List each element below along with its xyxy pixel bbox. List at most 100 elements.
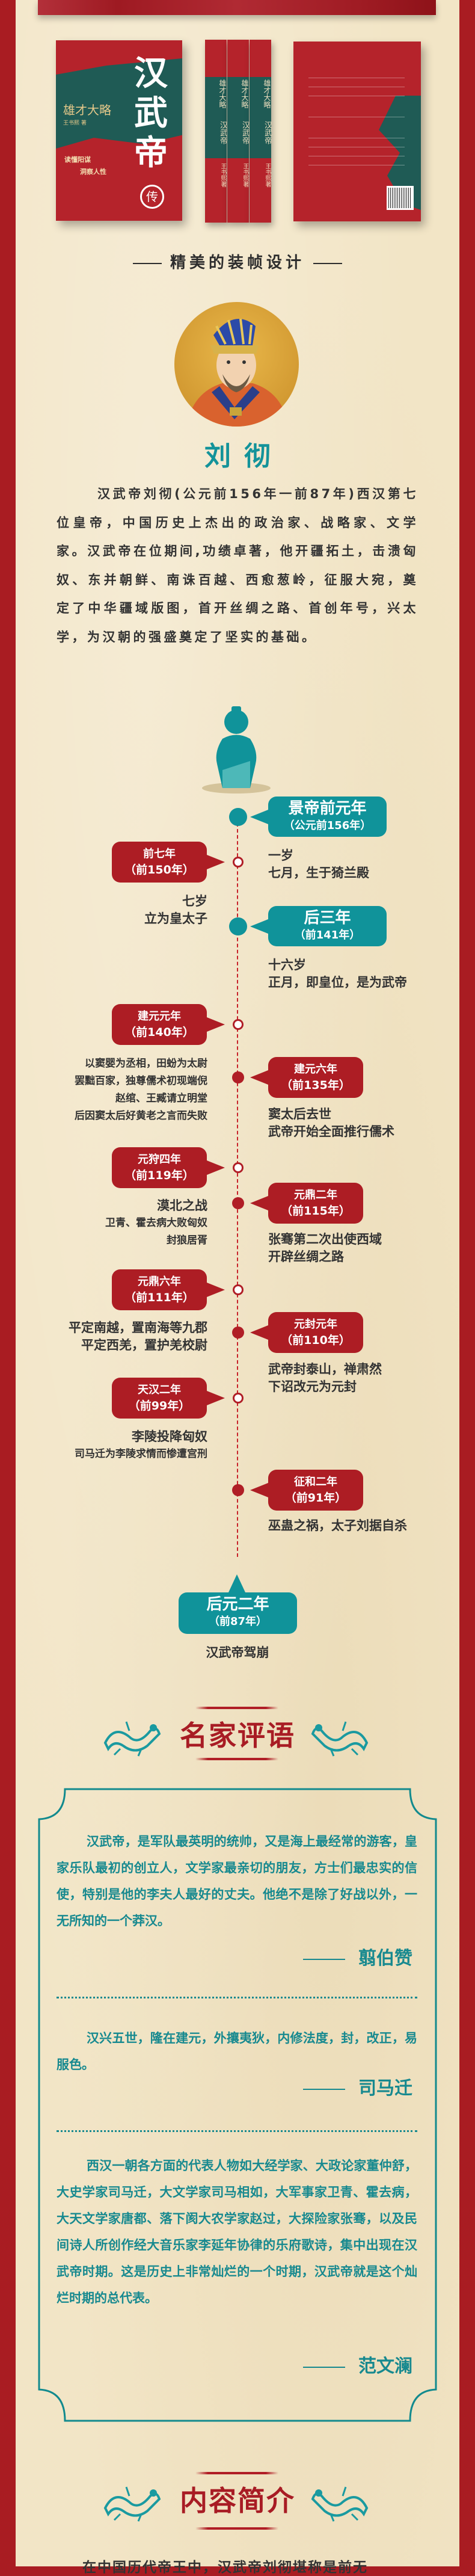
timeline-node bbox=[232, 1197, 244, 1209]
final-event-text: 汉武帝驾崩 bbox=[206, 1645, 269, 1660]
event-line: 以窦婴为丞相，田蚡为太尉 bbox=[85, 1058, 207, 1070]
event-line: 窦太后去世 bbox=[268, 1107, 331, 1121]
badge-era-title: 景帝前元年 bbox=[288, 800, 367, 818]
timeline-node bbox=[233, 1019, 244, 1030]
event-line: 卫青、霍去病大败匈奴 bbox=[105, 1217, 207, 1229]
badge-era-title: 天汉二年 bbox=[138, 1384, 181, 1396]
timeline-node bbox=[233, 1393, 244, 1404]
badge-year: （前110年） bbox=[281, 1334, 351, 1347]
badge-year: （前119年） bbox=[124, 1169, 194, 1182]
cover-author: 王书熙 著 bbox=[63, 120, 87, 126]
final-badge-title: 后元二年 bbox=[206, 1595, 269, 1613]
badge-year: （前140年） bbox=[124, 1026, 194, 1039]
review-author: 翦伯赞 bbox=[303, 1943, 412, 1970]
cover-seal: 传 bbox=[140, 185, 164, 209]
badge-era-title: 元狩四年 bbox=[138, 1153, 181, 1166]
timeline-event-text: 以窦婴为丞相，田蚡为太尉罢黜百家，独尊儒术初现端倪赵绾、王臧请立明堂后因窦太后好… bbox=[75, 1055, 207, 1125]
emperor-silhouette-icon bbox=[202, 706, 271, 793]
badge-era-title: 元封元年 bbox=[294, 1318, 337, 1331]
event-line: 立为皇太子 bbox=[144, 911, 207, 926]
timeline-year-badge: 元鼎二年 （前115年） bbox=[250, 1183, 363, 1224]
timeline-year-badge: 天汉二年（前99年） bbox=[112, 1378, 225, 1419]
event-line: 一岁 bbox=[268, 848, 293, 863]
emperor-portrait bbox=[174, 302, 299, 427]
badge-year: （前91年） bbox=[284, 1491, 347, 1505]
timeline-event-text: 七岁立为皇太子 bbox=[144, 893, 207, 928]
timeline-year-badge: 前七年（前150年） bbox=[112, 842, 225, 883]
badge-year: （前141年） bbox=[294, 929, 361, 941]
timeline-event-text: 巫蛊之祸，太子刘据自杀 bbox=[268, 1517, 407, 1535]
design-section-title: 精美的装帧设计 bbox=[0, 250, 475, 273]
timeline-event-text: 武帝封泰山，禅肃然下诏改元为元封 bbox=[268, 1361, 382, 1396]
spine-title: 汉武帝 bbox=[241, 121, 250, 144]
badge-year: （前135年） bbox=[281, 1079, 351, 1092]
spine-subtitle: 雄才大略 bbox=[218, 79, 227, 108]
cover-slogan: 读懂阳谋 bbox=[64, 156, 91, 164]
review-author-name: 司马迁 bbox=[358, 2078, 412, 2099]
timeline-event-text: 十六岁正月，即皇位，是为武帝 bbox=[268, 957, 407, 991]
event-line: 武帝开始全面推行儒术 bbox=[268, 1124, 394, 1139]
review-quote: 西汉一朝各方面的代表人物如大经学家、大政论家董仲舒，大史学家司马迁，大文学家司马… bbox=[57, 2158, 417, 2305]
book-spread-image bbox=[38, 0, 436, 15]
badge-year: （公元前156年） bbox=[283, 819, 372, 832]
timeline-year-badge: 景帝前元年（公元前156年） bbox=[250, 797, 387, 837]
final-badge-sub: （前87年） bbox=[208, 1615, 268, 1628]
event-line: 李陵投降匈奴 bbox=[132, 1429, 207, 1444]
badge-era-title: 征和二年 bbox=[294, 1476, 337, 1488]
event-line: 开辟丝绸之路 bbox=[268, 1249, 344, 1264]
event-line: 平定南越，置南海等九郡 bbox=[69, 1320, 207, 1335]
book-spine: 雄才大略 汉武帝 王书熙著 bbox=[250, 40, 272, 223]
intro-text: 在中国历代帝王中，汉武帝刘彻堪称是前无 bbox=[82, 2560, 368, 2575]
timeline-year-badge: 元鼎六年（前111年） bbox=[112, 1269, 225, 1310]
divider bbox=[57, 1997, 417, 1998]
badge-era-title: 元鼎二年 bbox=[294, 1189, 337, 1201]
timeline-event-text: 一岁七月，生于猗兰殿 bbox=[268, 847, 369, 882]
badge-era-title: 建元元年 bbox=[138, 1010, 181, 1023]
event-line: 正月，即皇位，是为武帝 bbox=[268, 975, 407, 990]
timeline-node bbox=[232, 1071, 244, 1083]
timeline-final-badge: 后元二年 （前87年） bbox=[179, 1592, 297, 1634]
event-line: 巫蛊之祸，太子刘据自杀 bbox=[268, 1518, 407, 1533]
timeline-line bbox=[237, 817, 238, 1557]
badge-year: （前115年） bbox=[281, 1204, 351, 1218]
badge-era-title: 前七年 bbox=[143, 848, 176, 860]
timeline-event-text: 漠北之战卫青、霍去病大败匈奴封狼居胥 bbox=[105, 1197, 207, 1249]
dragon-ornament-icon bbox=[103, 1721, 161, 1757]
book-front-cover: 汉武帝 雄才大略 王书熙 著 读懂阳谋 洞察人性 传 bbox=[56, 40, 182, 221]
timeline-year-badge: 建元元年 （前140年） bbox=[112, 1004, 225, 1045]
barcode bbox=[387, 186, 414, 210]
timeline-node bbox=[232, 1484, 244, 1496]
event-line: 后因窦太后好黄老之言而失败 bbox=[75, 1110, 207, 1122]
review-author-name: 范文澜 bbox=[358, 2356, 412, 2377]
timeline-event-text: 窦太后去世武帝开始全面推行儒术 bbox=[268, 1106, 394, 1141]
reviews-title: 名家评语 bbox=[180, 1719, 295, 1752]
cover-subtitle: 雄才大略 bbox=[63, 103, 111, 117]
spine-subtitle: 雄才大略 bbox=[263, 79, 271, 108]
quote-frame bbox=[38, 1788, 437, 2422]
event-line: 张骞第二次出使西域 bbox=[268, 1232, 382, 1246]
timeline-year-badge: 后三年（前141年） bbox=[250, 906, 387, 946]
spine-title: 汉武帝 bbox=[218, 121, 227, 144]
badge-era-title: 建元六年 bbox=[294, 1063, 337, 1076]
review-quote: 汉武帝，是军队最英明的统帅，又是海上最经常的游客，皇家乐队最初的创立人，文学家最… bbox=[57, 1834, 417, 1928]
review-quote: 汉兴五世，隆在建元，外攘夷狄，内修法度，封，改正，易服色。 bbox=[57, 2030, 417, 2072]
timeline-event-text: 李陵投降匈奴司马迁为李陵求情而惨遭宫刑 bbox=[75, 1428, 207, 1463]
event-line: 罢黜百家，独尊儒术初现端倪 bbox=[75, 1075, 207, 1087]
intro-title: 内容简介 bbox=[180, 2485, 295, 2517]
timeline-node bbox=[229, 808, 247, 826]
timeline-node bbox=[233, 857, 244, 867]
design-title-text: 精美的装帧设计 bbox=[170, 254, 305, 272]
badge-year: （前111年） bbox=[124, 1291, 194, 1304]
timeline-year-badge: 元封元年 （前110年） bbox=[250, 1312, 363, 1353]
cover-slogan: 洞察人性 bbox=[80, 168, 106, 176]
timeline-event-text: 张骞第二次出使西域开辟丝绸之路 bbox=[268, 1231, 382, 1266]
timeline-year-badge: 元狩四年 （前119年） bbox=[112, 1147, 225, 1188]
spine-author: 王书熙著 bbox=[219, 163, 226, 187]
spine-subtitle: 雄才大略 bbox=[241, 79, 249, 108]
spine-author: 王书熙著 bbox=[242, 163, 248, 187]
timeline-year-badge: 征和二年 （前91年） bbox=[250, 1470, 363, 1511]
spine-title: 汉武帝 bbox=[263, 121, 272, 144]
timeline-event-text: 平定南越，置南海等九郡平定西羌，置护羌校尉 bbox=[69, 1319, 207, 1354]
final-pointer bbox=[228, 1574, 245, 1592]
timeline-year-badge: 建元六年 （前135年） bbox=[250, 1057, 363, 1098]
